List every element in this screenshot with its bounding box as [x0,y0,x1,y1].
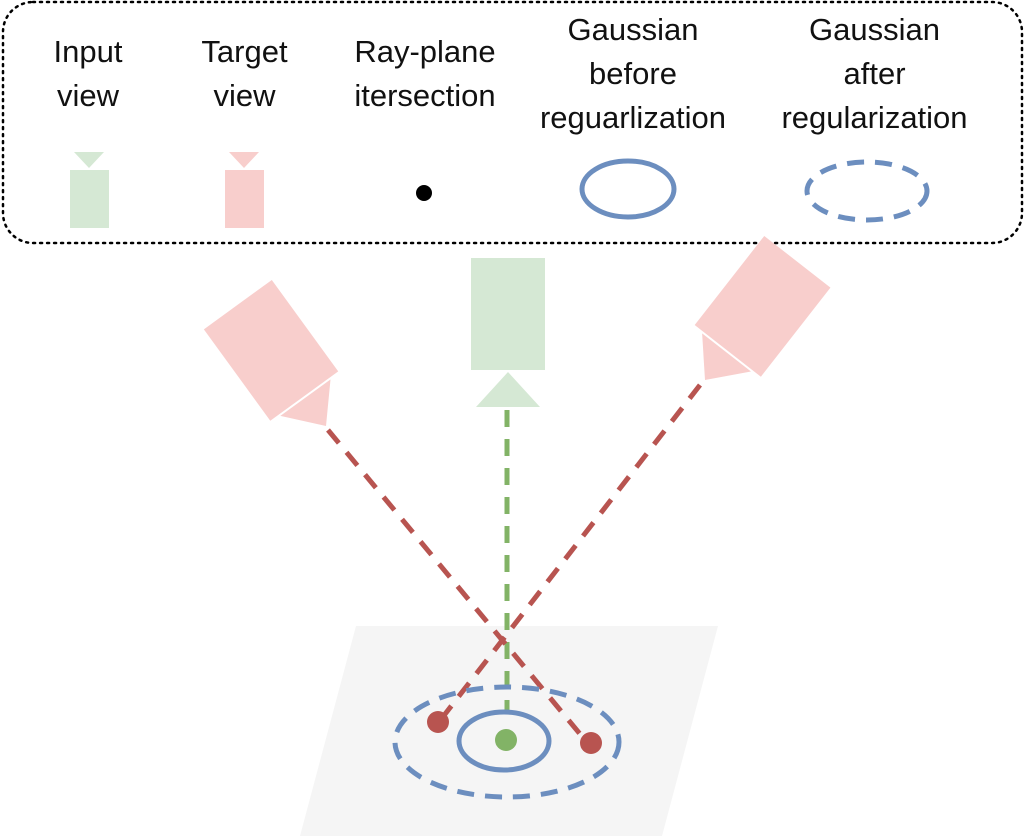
legend-gaussian-before-icon [579,158,677,220]
intersection-point-right [580,732,602,754]
legend-label-target-view: Target view [201,34,288,113]
gaussian-before-regularization [456,709,552,773]
legend-label-gaussian-after: Gaussian after regularization [781,12,968,135]
legend-label-ray-plane-intersection: Ray-plane itersection [354,34,496,113]
legend-label-gaussian-before: Gaussian before reguarlization [539,12,727,135]
gaussian-after-regularization [392,684,622,800]
intersection-point-center [495,729,517,751]
target-view-camera-right [694,235,831,380]
input-view-camera [471,258,545,407]
target-view-camera-left [203,279,339,426]
intersection-point-left [427,711,449,733]
legend-gaussian-after-icon [804,159,930,223]
legend-label-input-view: Input view [53,34,123,113]
legend-target-view-icon [225,152,264,228]
target-ray-right [440,383,702,720]
legend-intersection-point-icon [416,185,432,201]
target-ray-left [326,428,587,742]
legend-input-view-icon [70,152,109,228]
legend-box [1,0,1024,245]
